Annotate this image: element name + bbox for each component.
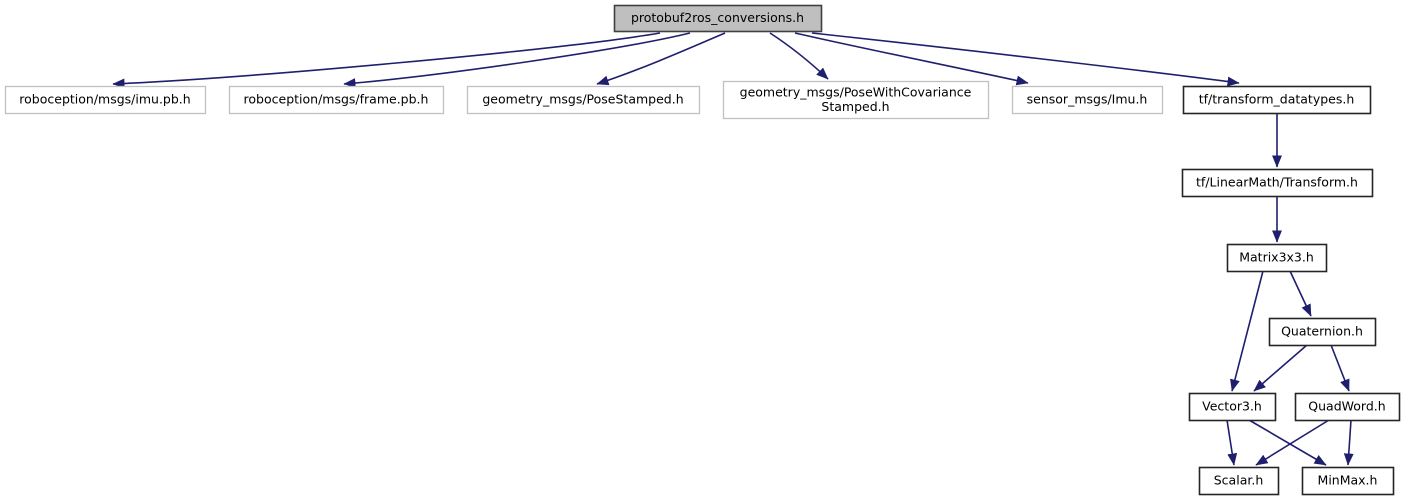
graph-edge-matrix3x3-to-quaternion xyxy=(1289,270,1312,317)
graph-nodes: protobuf2ros_conversions.h roboception/ms… xyxy=(4,4,1401,496)
node-box-pose_cov_stamped xyxy=(722,80,990,120)
node-label-vector3: Vector3.h xyxy=(1202,399,1262,414)
graph-edge-matrix3x3-to-vector3 xyxy=(1230,270,1264,392)
node-box-quaternion xyxy=(1268,317,1377,347)
graph-node-quadword[interactable]: QuadWord.h xyxy=(1294,392,1401,422)
graph-node-quaternion[interactable]: Quaternion.h xyxy=(1268,317,1377,347)
node-label-matrix3x3: Matrix3x3.h xyxy=(1239,250,1314,265)
graph-node-imu_pb: roboception/msgs/imu.pb.h xyxy=(4,85,207,115)
graph-node-frame_pb: roboception/msgs/frame.pb.h xyxy=(228,85,445,115)
node-label-sensor_imu: sensor_msgs/Imu.h xyxy=(1027,92,1148,107)
graph-edge-quaternion-to-vector3 xyxy=(1253,344,1308,392)
node-label-imu_pb: roboception/msgs/imu.pb.h xyxy=(19,92,190,107)
graph-node-linearmath_transform[interactable]: tf/LinearMath/Transform.h xyxy=(1181,168,1374,198)
node-label-pose_cov_stamped: Stamped.h xyxy=(821,99,889,114)
graph-edge-quadword-to-minmax xyxy=(1343,419,1354,466)
node-box-transform_datatypes xyxy=(1182,85,1372,115)
node-label-pose_stamped: geometry_msgs/PoseStamped.h xyxy=(482,92,683,107)
graph-node-sensor_imu: sensor_msgs/Imu.h xyxy=(1011,85,1164,115)
graph-edge-root-to-sensor_imu xyxy=(794,32,1029,86)
node-label-linearmath_transform: tf/LinearMath/Transform.h xyxy=(1196,175,1358,190)
graph-node-scalar[interactable]: Scalar.h xyxy=(1198,466,1280,496)
graph-node-matrix3x3[interactable]: Matrix3x3.h xyxy=(1226,243,1328,273)
graph-node-pose_stamped: geometry_msgs/PoseStamped.h xyxy=(466,85,701,115)
node-label-scalar: Scalar.h xyxy=(1214,473,1264,488)
graph-edge-vector3-to-minmax xyxy=(1248,419,1327,466)
node-label-quaternion: Quaternion.h xyxy=(1281,324,1363,339)
graph-node-minmax[interactable]: MinMax.h xyxy=(1301,466,1395,496)
node-label-transform_datatypes: tf/transform_datatypes.h xyxy=(1199,92,1355,107)
graph-node-pose_cov_stamped: geometry_msgs/PoseWithCovarianceStamped.… xyxy=(722,80,990,120)
node-label-root: protobuf2ros_conversions.h xyxy=(631,10,804,25)
node-label-frame_pb: roboception/msgs/frame.pb.h xyxy=(244,92,429,107)
node-box-matrix3x3 xyxy=(1226,243,1328,273)
node-box-minmax xyxy=(1301,466,1395,496)
node-box-frame_pb xyxy=(228,85,445,115)
node-box-sensor_imu xyxy=(1011,85,1164,115)
node-label-minmax: MinMax.h xyxy=(1318,473,1378,488)
graph-node-vector3[interactable]: Vector3.h xyxy=(1188,392,1277,422)
graph-edge-quadword-to-scalar xyxy=(1255,419,1330,466)
node-label-pose_cov_stamped: geometry_msgs/PoseWithCovariance xyxy=(740,84,972,99)
graph-edges xyxy=(112,32,1354,466)
node-box-vector3 xyxy=(1188,392,1277,422)
node-box-root xyxy=(613,4,823,33)
node-box-linearmath_transform xyxy=(1181,168,1374,198)
node-box-scalar xyxy=(1198,466,1280,496)
graph-edge-root-to-imu_pb xyxy=(112,32,661,89)
graph-edge-vector3-to-scalar xyxy=(1226,419,1238,466)
node-label-quadword: QuadWord.h xyxy=(1308,399,1385,414)
graph-edge-root-to-pose_stamped xyxy=(596,32,726,86)
graph-edge-root-to-frame_pb xyxy=(343,32,691,88)
node-box-pose_stamped xyxy=(466,85,701,115)
graph-edge-root-to-pose_cov_stamped xyxy=(769,32,829,80)
graph-edge-root-to-transform_datatypes xyxy=(811,32,1240,87)
node-box-imu_pb xyxy=(4,85,207,115)
graph-node-transform_datatypes[interactable]: tf/transform_datatypes.h xyxy=(1182,85,1372,115)
node-box-quadword xyxy=(1294,392,1401,422)
graph-edge-quaternion-to-quadword xyxy=(1330,344,1350,392)
graph-node-root[interactable]: protobuf2ros_conversions.h xyxy=(613,4,823,33)
